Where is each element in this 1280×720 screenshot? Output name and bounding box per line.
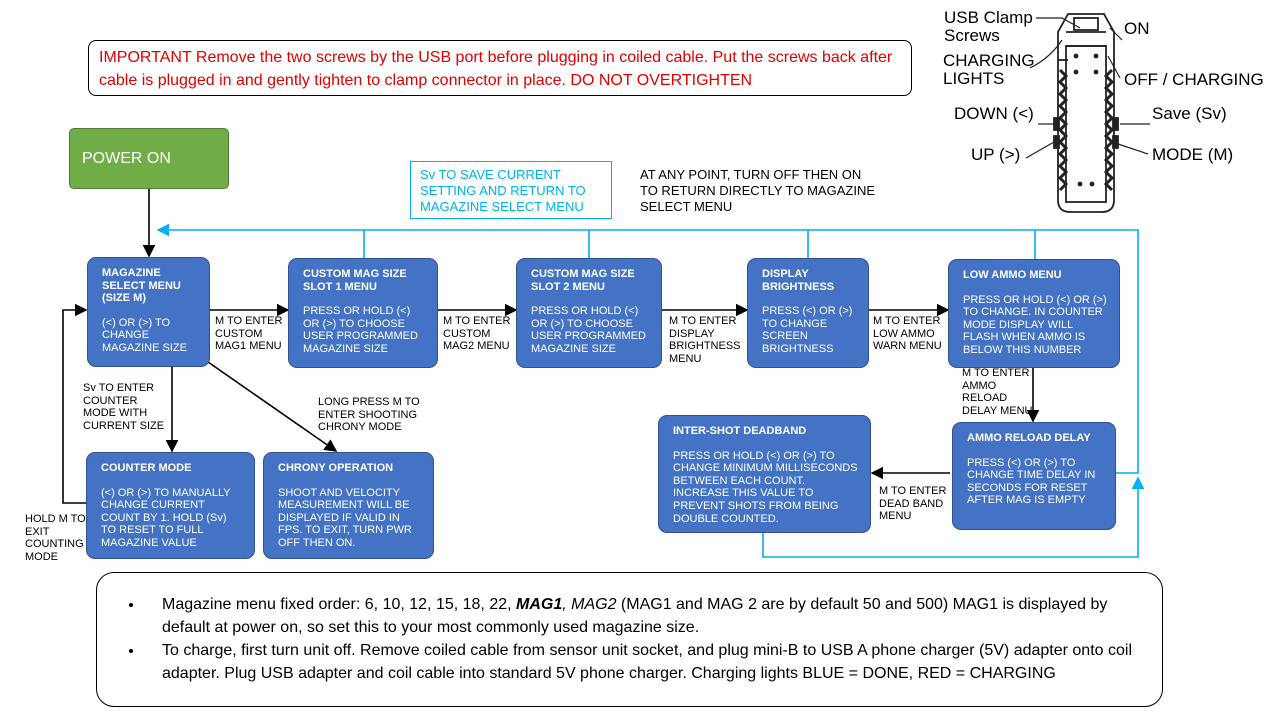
label-down-button: DOWN (<) — [954, 104, 1034, 123]
label-off-charging: OFF / CHARGING — [1124, 70, 1264, 89]
box-title: MAGAZINE SELECT MENU (SIZE M) — [102, 267, 181, 305]
box-body: PRESS OR HOLD (<) OR (>) TO CHANGE. IN C… — [963, 293, 1107, 356]
box-body: PRESS OR HOLD (<) OR (>) TO CHOOSE USER … — [303, 305, 418, 355]
magazine-select-menu-box: MAGAZINE SELECT MENU (SIZE M) (<) OR (>)… — [87, 257, 210, 367]
return-line-right — [1035, 229, 1139, 474]
label-to-low-ammo: M TO ENTER LOW AMMO WARN MENU — [873, 315, 942, 353]
chrony-operation-box: CHRONY OPERATION SHOOT AND VELOCITY MEAS… — [263, 452, 434, 559]
custom-slot1-menu-box: CUSTOM MAG SIZE SLOT 1 MENU PRESS OR HOL… — [288, 258, 438, 368]
box-body: PRESS (<) OR (>) TO CHANGE TIME DELAY IN… — [967, 456, 1096, 507]
label-charging-lights: CHARGING LIGHTS — [943, 51, 1035, 88]
note-item: To charge, first turn unit off. Remove c… — [144, 639, 1144, 685]
note-item: Magazine menu fixed order: 6, 10, 12, 15… — [144, 593, 1144, 639]
ammo-reload-delay-box: AMMO RELOAD DELAY PRESS (<) OR (>) TO CH… — [952, 422, 1116, 530]
label-to-custom2: M TO ENTER CUSTOM MAG2 MENU — [443, 315, 511, 353]
label-to-chrony: LONG PRESS M TO ENTER SHOOTING CHRONY MO… — [318, 396, 420, 434]
arrow-select-to-chrony — [207, 361, 338, 452]
label-to-custom1: M TO ENTER CUSTOM MAG1 MENU — [215, 315, 283, 353]
label-to-reload: M TO ENTER AMMO RELOAD DELAY MENU — [962, 367, 1033, 417]
power-on-box: POWER ON — [69, 128, 229, 189]
arrow-counter-to-select — [62, 303, 88, 504]
box-body: PRESS (<) OR (>) TO CHANGE SCREEN BRIGHT… — [762, 305, 853, 355]
box-body: (<) OR (>) TO CHANGE MAGAZINE SIZE — [102, 316, 187, 354]
label-mode-button: MODE (M) — [1152, 145, 1234, 164]
warning-banner: IMPORTANT Remove the two screws by the U… — [88, 40, 912, 96]
return-line-bottom — [762, 476, 1145, 558]
box-body: SHOOT AND VELOCITY MEASUREMENT WILL BE D… — [278, 486, 412, 549]
custom-slot2-menu-box: CUSTOM MAG SIZE SLOT 2 MENU PRESS OR HOL… — [516, 258, 662, 368]
box-title: CHRONY OPERATION — [278, 462, 394, 474]
box-title: CUSTOM MAG SIZE SLOT 2 MENU — [531, 268, 635, 293]
box-title: CUSTOM MAG SIZE SLOT 1 MENU — [303, 268, 407, 293]
inter-shot-deadband-box: INTER-SHOT DEADBAND PRESS OR HOLD (<) OR… — [658, 415, 871, 533]
label-usb-clamp: USB Clamp Screws — [944, 8, 1033, 45]
box-body: PRESS OR HOLD (<) OR (>) TO CHANGE MINIM… — [673, 449, 858, 525]
box-title: DISPLAY BRIGHTNESS — [762, 268, 835, 293]
box-title: COUNTER MODE — [101, 462, 192, 474]
any-point-note: AT ANY POINT, TURN OFF THEN ON TO RETURN… — [640, 167, 875, 214]
low-ammo-menu-box: LOW AMMO MENU PRESS OR HOLD (<) OR (>) T… — [948, 259, 1120, 368]
label-on: ON — [1124, 19, 1150, 38]
device-illustration — [1053, 13, 1119, 213]
display-brightness-box: DISPLAY BRIGHTNESS PRESS (<) OR (>) TO C… — [747, 258, 869, 368]
device-callouts — [1025, 17, 1150, 159]
label-save-button: Save (Sv) — [1152, 104, 1227, 123]
box-body: (<) OR (>) TO MANUALLY CHANGE CURRENT CO… — [101, 486, 231, 549]
box-title: AMMO RELOAD DELAY — [967, 432, 1091, 444]
counter-mode-box: COUNTER MODE (<) OR (>) TO MANUALLY CHAN… — [86, 452, 255, 559]
label-exit-counting: HOLD M TO EXIT COUNTING MODE — [25, 513, 86, 563]
label-to-counter: Sv TO ENTER COUNTER MODE WITH CURRENT SI… — [83, 382, 165, 432]
label-up-button: UP (>) — [971, 145, 1021, 164]
label-to-deadband: M TO ENTER DEAD BAND MENU — [879, 485, 947, 523]
notes-panel: Magazine menu fixed order: 6, 10, 12, 15… — [96, 572, 1163, 707]
box-title: INTER-SHOT DEADBAND — [673, 425, 807, 437]
box-body: PRESS OR HOLD (<) OR (>) TO CHOOSE USER … — [531, 305, 646, 355]
save-note: Sv TO SAVE CURRENT SETTING AND RETURN TO… — [410, 161, 612, 219]
box-title: LOW AMMO MENU — [963, 269, 1062, 281]
label-to-brightness: M TO ENTER DISPLAY BRIGHTNESS MENU — [669, 315, 741, 365]
